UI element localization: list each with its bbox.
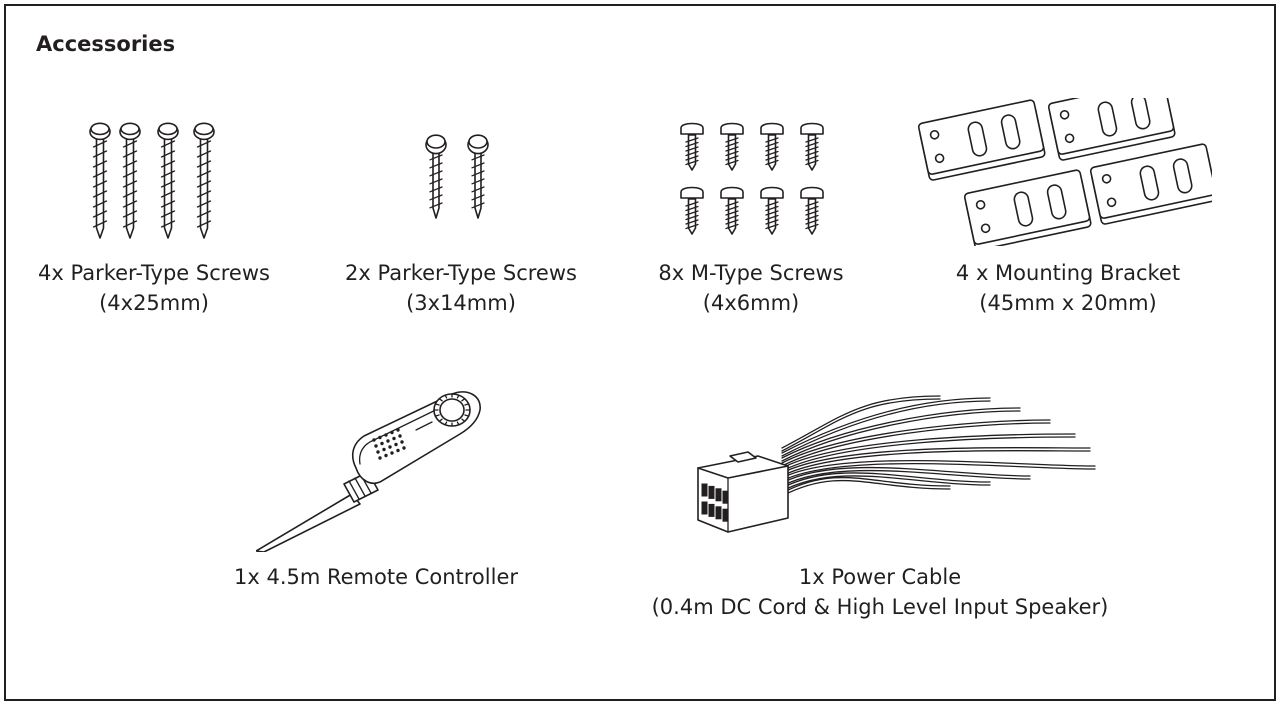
item-name: 8x M-Type Screws xyxy=(658,261,844,285)
power-cable-icon xyxy=(697,395,1096,533)
item-caption-brackets: 4 x Mounting Bracket (45mm x 20mm) xyxy=(908,258,1228,318)
connector xyxy=(697,451,789,533)
item-size: (45mm x 20mm) xyxy=(979,291,1157,315)
item-name: 2x Parker-Type Screws xyxy=(345,261,577,285)
item-size: (4x25mm) xyxy=(99,291,209,315)
m-screw xyxy=(800,122,824,171)
remote-controller-icon xyxy=(256,391,481,552)
item-name: 4 x Mounting Bracket xyxy=(955,261,1181,285)
bracket xyxy=(1089,143,1212,225)
m-screw xyxy=(680,186,704,235)
m-screw xyxy=(680,122,704,171)
item-caption-short-screws: 2x Parker-Type Screws (3x14mm) xyxy=(316,258,606,318)
m-screw xyxy=(720,122,744,171)
bracket xyxy=(1047,98,1176,161)
short-screw xyxy=(425,134,447,219)
item-caption-remote: 1x 4.5m Remote Controller xyxy=(196,562,556,592)
m-screw xyxy=(720,186,744,235)
section-title: Accessories xyxy=(36,32,176,56)
item-name: 4x Parker-Type Screws xyxy=(38,261,270,285)
m-type-screw-icon xyxy=(680,122,824,235)
m-screw xyxy=(760,186,784,235)
short-screw xyxy=(467,134,489,219)
long-parker-screw-icon xyxy=(89,122,215,239)
item-caption-power-cable: 1x Power Cable (0.4m DC Cord & High Leve… xyxy=(620,562,1140,622)
item-name: 1x Power Cable xyxy=(798,565,962,589)
bracket xyxy=(963,169,1092,246)
long-screw xyxy=(119,122,141,239)
item-caption-m-screws: 8x M-Type Screws (4x6mm) xyxy=(626,258,876,318)
short-parker-screw-icon xyxy=(425,134,489,219)
cable-wires xyxy=(781,395,1096,497)
item-size: (0.4m DC Cord & High Level Input Speaker… xyxy=(651,595,1109,619)
mounting-bracket-icon xyxy=(917,98,1212,246)
accessories-panel xyxy=(4,4,1276,701)
item-size: (3x14mm) xyxy=(406,291,516,315)
long-screw xyxy=(89,122,111,239)
m-screw xyxy=(800,186,824,235)
long-screw xyxy=(157,122,179,239)
item-size: (4x6mm) xyxy=(702,291,800,315)
item-caption-long-screws: 4x Parker-Type Screws (4x25mm) xyxy=(14,258,294,318)
long-screw xyxy=(193,122,215,239)
m-screw xyxy=(760,122,784,171)
item-name: 1x 4.5m Remote Controller xyxy=(234,565,518,589)
bracket xyxy=(917,99,1046,181)
